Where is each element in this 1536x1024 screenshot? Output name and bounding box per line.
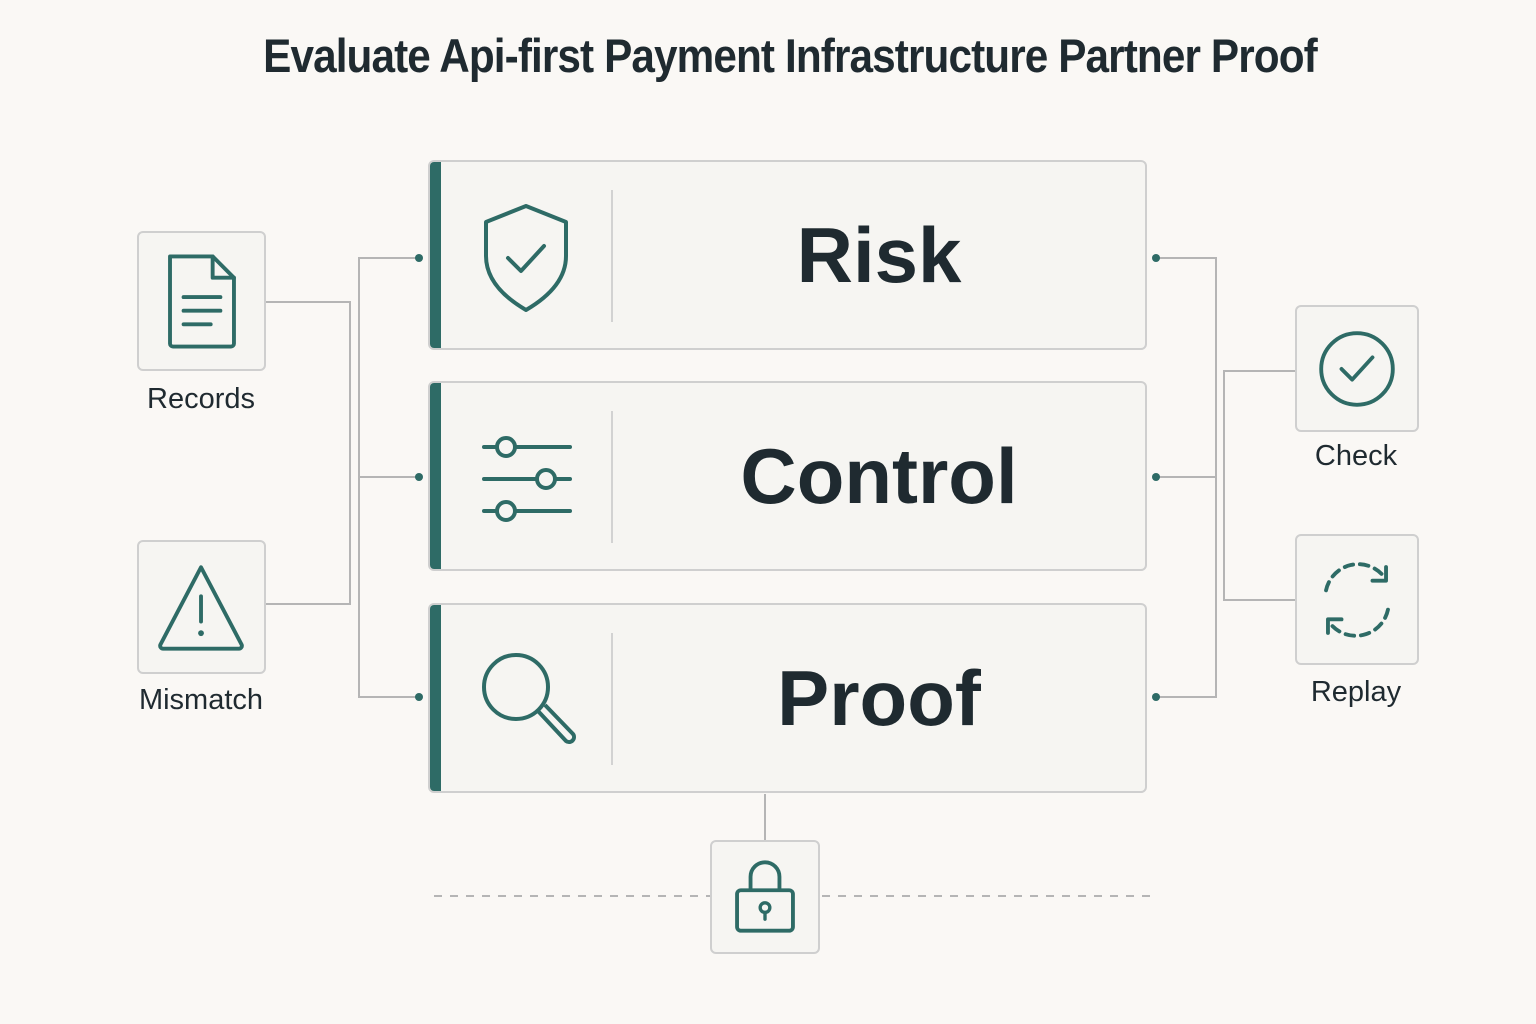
card-accent-bar bbox=[430, 383, 441, 569]
check-label: Check bbox=[1314, 440, 1398, 472]
card-label-control: Control bbox=[740, 431, 1018, 520]
check-box bbox=[1295, 305, 1419, 432]
replay-label: Replay bbox=[1310, 676, 1402, 708]
warning-icon bbox=[158, 565, 244, 651]
card-label-risk: Risk bbox=[796, 210, 962, 299]
replay-icon bbox=[1324, 562, 1390, 638]
mismatch-label: Mismatch bbox=[138, 684, 264, 716]
card-accent-bar bbox=[430, 162, 441, 348]
shield-check-icon bbox=[474, 202, 584, 312]
card-label-proof: Proof bbox=[777, 653, 981, 742]
lock-box bbox=[710, 840, 820, 954]
mismatch-box bbox=[137, 540, 266, 674]
records-box bbox=[137, 231, 266, 371]
lock-icon bbox=[735, 860, 795, 933]
card-proof: Proof bbox=[428, 603, 1147, 793]
card-divider bbox=[611, 633, 613, 765]
card-control: Control bbox=[428, 381, 1147, 571]
card-accent-bar bbox=[430, 605, 441, 791]
card-risk: Risk bbox=[428, 160, 1147, 350]
records-label: Records bbox=[147, 383, 255, 415]
card-divider bbox=[611, 190, 613, 322]
magnifier-icon bbox=[474, 645, 584, 755]
replay-box bbox=[1295, 534, 1419, 665]
sliders-icon bbox=[474, 423, 584, 533]
card-divider bbox=[611, 411, 613, 543]
document-icon bbox=[168, 254, 236, 349]
page-title: Evaluate Api-first Payment Infrastructur… bbox=[263, 29, 1318, 82]
check-circle-icon bbox=[1319, 331, 1395, 407]
